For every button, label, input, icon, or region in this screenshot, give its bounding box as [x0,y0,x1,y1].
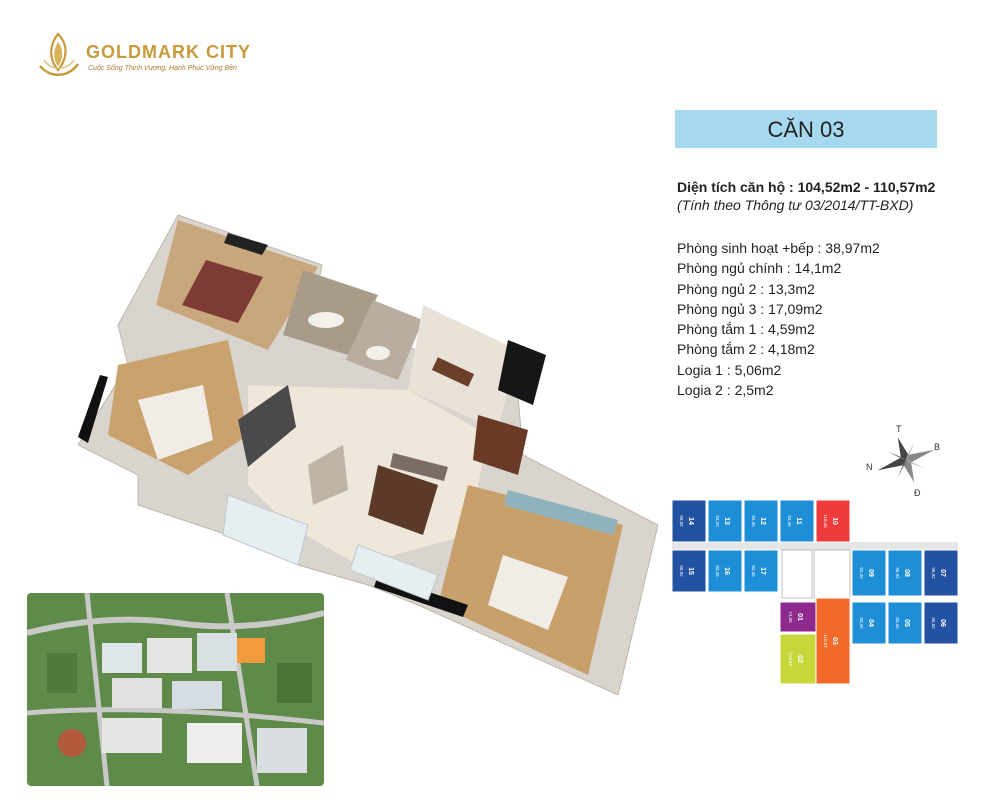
floor-key-unit [815,597,851,685]
apartment-floor-plan [78,214,658,695]
floor-key-unit-number: 16 [723,567,730,575]
floor-key-unit-number: 15 [687,567,694,575]
unit-title: CĂN 03 [767,117,845,142]
floor-key-unit-area: 110,46 [823,514,828,528]
floor-key-unit [851,549,887,597]
compass-label-d: Đ [914,488,921,498]
floor-key-unit-number: 07 [939,569,946,577]
brand-logo: GOLDMARK CITY Cuộc Sống Thịnh Vượng, Hạn… [38,30,278,82]
unit-title-banner: CĂN 03 [675,110,937,148]
floor-key-unit [779,499,815,543]
dining-area [408,305,518,430]
floor-key-unit-area: 110,57 [823,634,828,648]
unit-area: Diện tích căn hộ : 104,52m2 - 110,57m2 [677,179,936,195]
floor-key-unit-number: 08 [903,569,910,577]
floor-key-unit-number: 04 [867,619,874,627]
floor-key-unit [779,601,817,633]
room-area-item: Phòng ngủ 2 : 13,3m2 [677,280,815,297]
floor-key-unit [923,549,958,597]
compass-label-t: T [896,424,902,434]
compass-label-n: N [866,462,873,472]
room-area-item: Phòng tắm 2 : 4,18m2 [677,341,815,358]
floor-key-unit [707,499,743,543]
floor-key-unit-area: 83,46 [895,617,900,629]
room-area-item: Phòng sinh hoạt +bếp : 38,97m2 [677,240,880,256]
floor-key-unit [779,633,817,685]
floor-key-unit-area: 83,46 [859,617,864,629]
goldmark-logo-icon [39,32,80,76]
room-area-item: Logia 1 : 5,06m2 [677,361,782,378]
floor-key-unit-number: 10 [831,517,838,525]
floor-key-unit-area: 83,46 [787,515,792,527]
logia [222,494,309,566]
floor-key-unit-area: 95,92 [679,515,684,527]
floor-key-unit [743,499,779,543]
floor-key-unit [743,549,779,593]
floor-key-unit-area: 83,26 [715,515,720,527]
room-area-item: Phòng ngủ 3 : 17,09m2 [677,300,823,317]
floor-key-unit-number: 13 [723,517,730,525]
floor-key-unit-area: 95,92 [895,567,900,579]
floor-key-unit-number: 09 [867,569,874,577]
brand-name: GOLDMARK CITY [86,42,251,62]
floor-key-unit-area: 83,46 [859,567,864,579]
floor-key-unit [672,499,707,543]
floor-key-unit [707,549,743,593]
floor-key-unit-number: 02 [796,655,803,663]
floor-key-unit-area: 95,92 [931,617,936,629]
floor-key-unit [887,601,923,645]
floor-key-unit-number: 11 [795,517,802,525]
compass-rose-icon: T B N Đ [866,424,940,498]
room-area-list: Phòng sinh hoạt +bếp : 38,97m2 Phòng ngủ… [677,238,880,400]
floor-key-unit-area: 95,92 [931,567,936,579]
living-kitchen [248,385,488,565]
floor-key-unit-number: 12 [759,517,766,525]
compass-label-b: B [934,442,940,452]
floor-key-unit [923,601,958,645]
floor-key-unit-number: 05 [903,619,910,627]
floor-key-unit-number: 01 [796,613,803,621]
floor-key-unit-area: 83,46 [751,565,756,577]
floor-key-unit-area: 83,46 [715,565,720,577]
floor-key-unit-number: 17 [759,567,766,575]
floor-key-unit [851,601,887,645]
floor-key-unit-number: 14 [687,517,694,525]
floor-key-unit-area: 83,46 [751,515,756,527]
floor-key-unit-area: 123,82 [788,652,793,666]
room-area-item: Phòng tắm 1 : 4,59m2 [677,321,815,338]
floor-key-unit-number: 03 [831,637,838,645]
floor-key-unit-number: 06 [939,619,946,627]
floor-key-unit [672,549,707,593]
room-area-item: Phòng ngủ chính : 14,1m2 [677,260,842,277]
brand-slogan: Cuộc Sống Thịnh Vượng, Hạnh Phúc Vững Bề… [88,65,237,72]
site-map-image [27,593,324,786]
floor-key-unit-area: 95,92 [679,565,684,577]
floor-key-unit-area: 74,55 [788,611,793,623]
unit-area-note: (Tính theo Thông tư 03/2014/TT-BXD) [677,197,914,213]
bathroom-2 [346,300,423,380]
floor-key-unit [887,549,923,597]
floor-key-unit [815,499,851,543]
room-area-item: Logia 2 : 2,5m2 [677,382,774,399]
